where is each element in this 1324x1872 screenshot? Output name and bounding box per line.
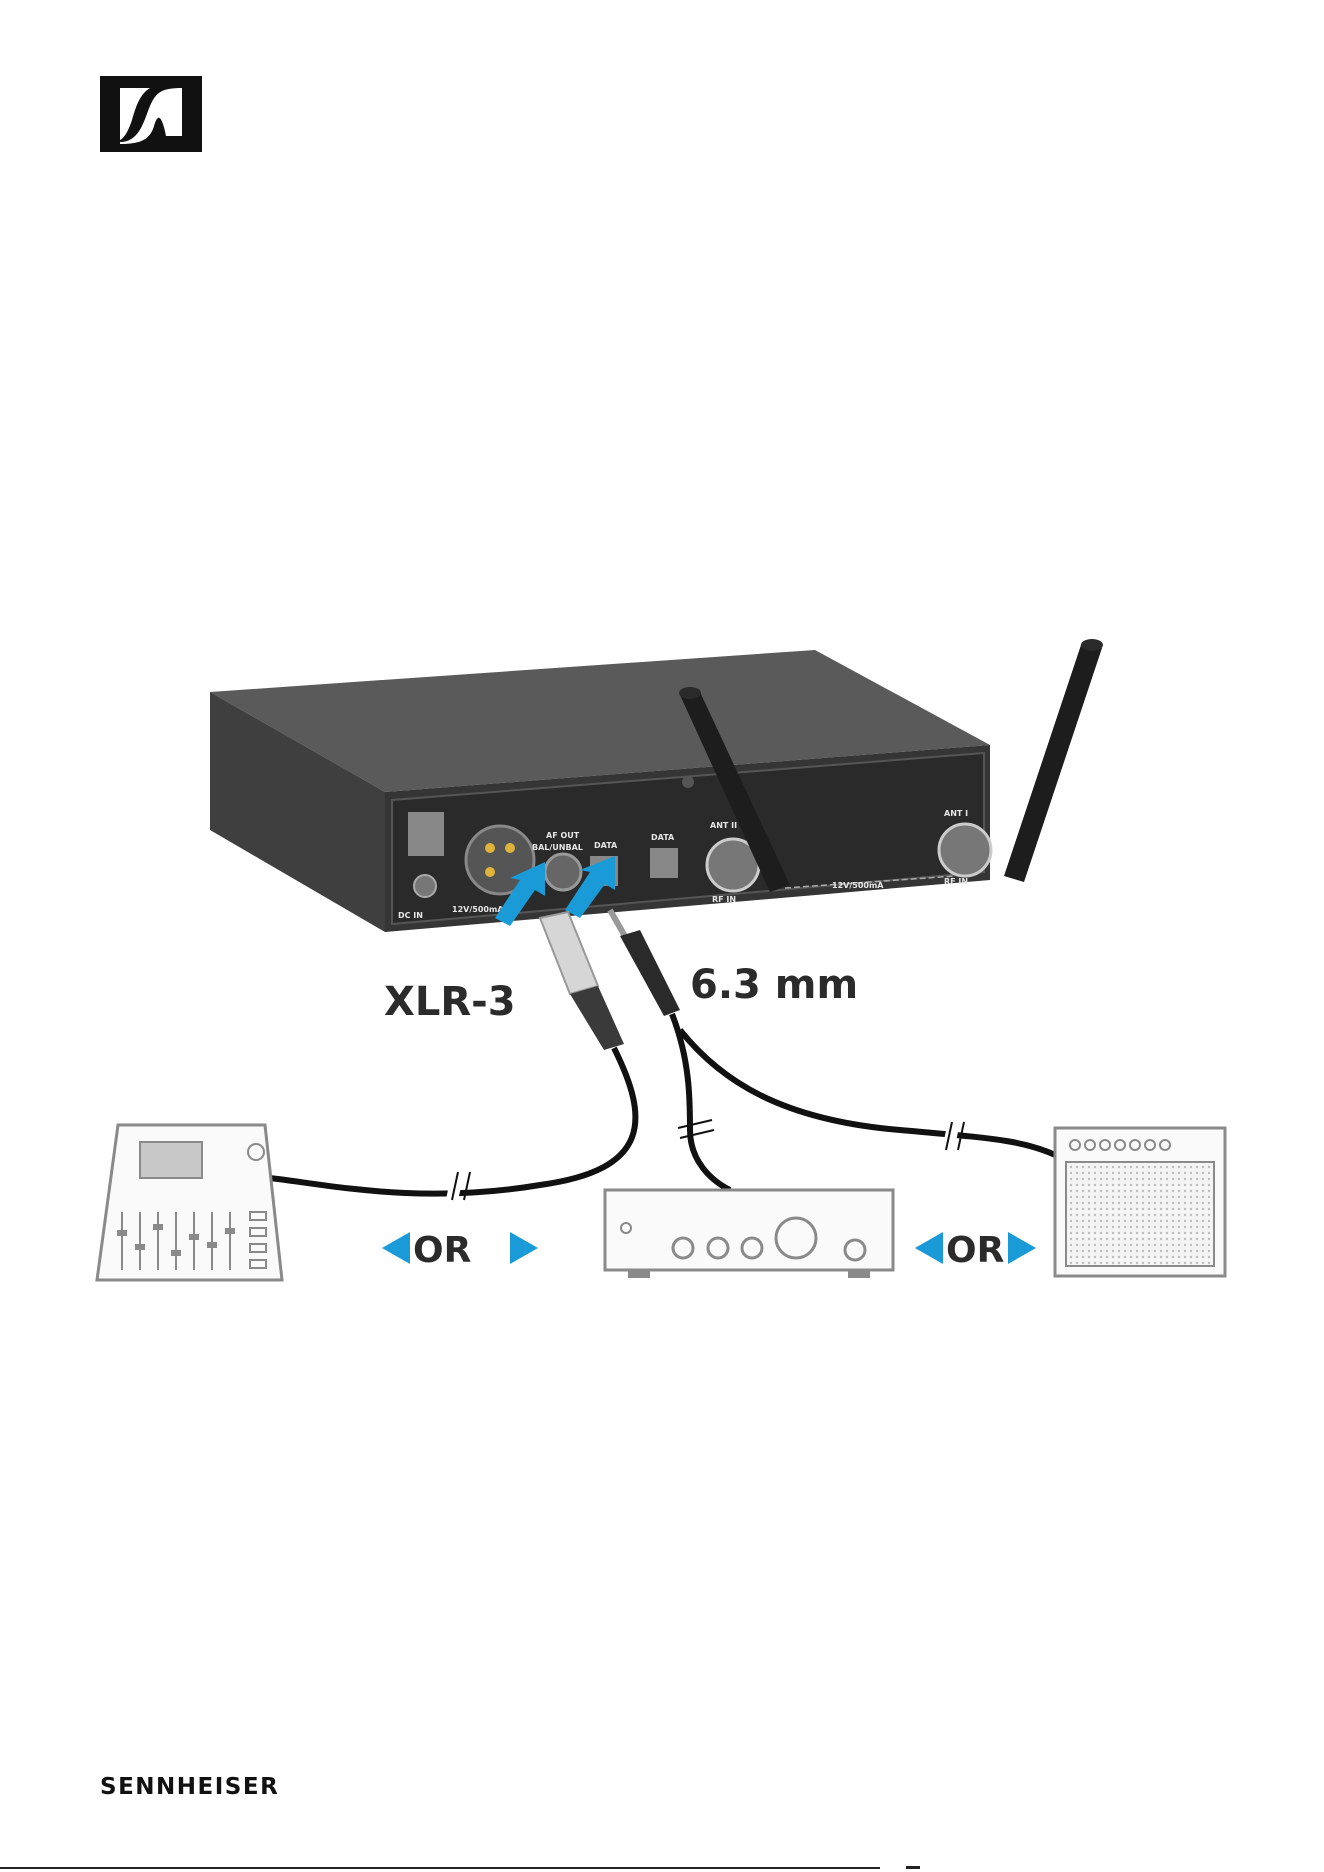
rf-in-label-1: RF IN — [944, 877, 968, 886]
rf-in-label-2: RF IN — [712, 895, 736, 904]
or-divider-left: OR — [382, 1230, 538, 1271]
ant-2-label: ANT II — [710, 821, 737, 830]
ant-1-label: ANT I — [944, 809, 968, 818]
or-label-left: OR — [413, 1230, 471, 1271]
or-divider-right: OR — [915, 1230, 1036, 1271]
jack-socket — [545, 854, 581, 890]
or-label-right: OR — [946, 1230, 1004, 1271]
mixing-console-icon — [97, 1125, 282, 1280]
jack-label: 6.3 mm — [690, 962, 858, 1008]
data-label-1: DATA — [594, 841, 618, 850]
power-label-1: 12V/500mA — [452, 905, 504, 914]
cable-clip-icon — [408, 812, 444, 856]
af-out-label: AF OUT — [546, 831, 580, 840]
xlr-label: XLR-3 — [384, 979, 516, 1025]
data-label-2: DATA — [651, 833, 675, 842]
jack-plug-icon — [610, 910, 680, 1016]
jack-cable-to-amp — [672, 1014, 730, 1190]
jack-cable-to-guitar-amp — [680, 1030, 1065, 1160]
footer-divider — [0, 1867, 880, 1869]
brand-wordmark: SENNHEISER — [100, 1774, 279, 1800]
power-label-2: 12V/500mA — [832, 881, 884, 890]
dc-in-label: DC IN — [398, 911, 423, 920]
footer-tick — [906, 1866, 920, 1869]
dc-socket — [414, 875, 436, 897]
xlr-plug-icon — [540, 912, 624, 1050]
data-port-2 — [650, 848, 678, 878]
amplifier-icon — [605, 1190, 893, 1278]
bal-unbal-label: BAL/UNBAL — [532, 843, 583, 852]
rf-in-socket-1 — [939, 824, 991, 876]
guitar-amp-icon — [1055, 1128, 1225, 1276]
